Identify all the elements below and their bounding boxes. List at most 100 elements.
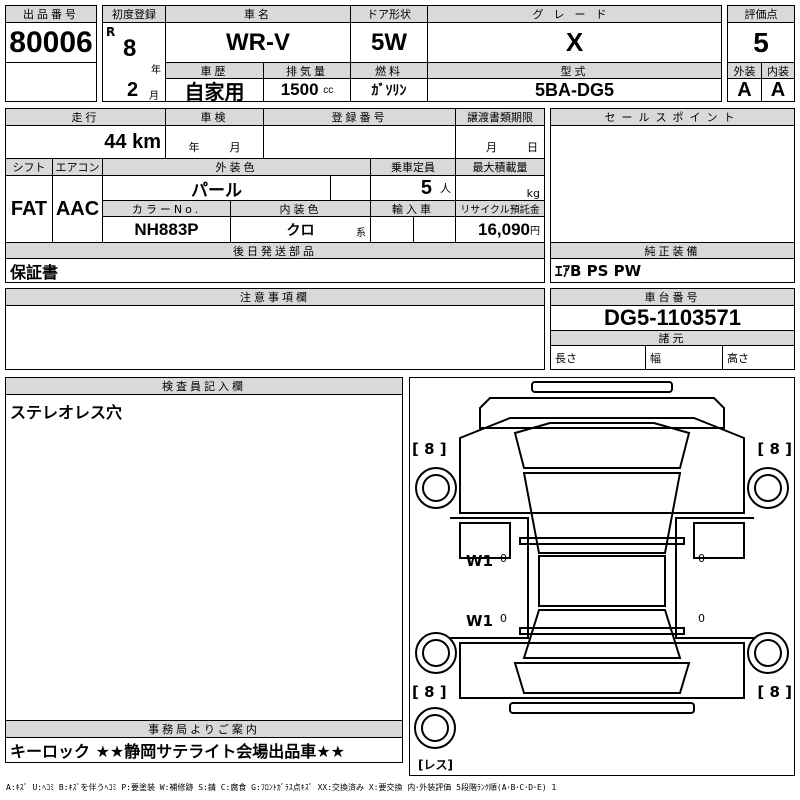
shift: FAT [5,175,53,243]
ext-color-blank [330,175,371,201]
spec-width: 幅 [645,345,723,370]
spec-length: 長さ [550,345,646,370]
history: 自家用 [165,78,264,102]
displacement-label: 排気量 [263,62,351,79]
inspection-label: 車検 [165,108,264,126]
inspector-label: 検査員記入欄 [5,377,403,395]
tire-fr: [ 8 ] [757,440,792,458]
chassis-number: DG5-1103571 [550,305,795,331]
insp-month-unit: 月 [229,141,241,154]
aircon-label: エアコン [52,158,103,176]
color-no-label: カラーNo. [102,200,231,217]
mileage: 44 km [5,125,166,159]
capacity-value: 5 [420,176,432,199]
door-label: ドア形状 [350,5,428,23]
damage-mark-1-sub: 0 [500,552,507,565]
displacement-value: 1500 [280,80,319,99]
import-label: 輸入車 [370,200,456,217]
spare-tire: [レス] [418,758,453,772]
shift-label: シフト [5,158,53,176]
capacity-label: 乗車定員 [370,158,456,176]
transfer-month-unit: 月 [486,141,497,154]
mileage-label: 走行 [5,108,166,126]
ext-color: パール [102,175,331,201]
year-unit: 年 [151,65,161,76]
reg-year: 8 [123,35,137,62]
model-code: 5BA-DG5 [427,78,722,102]
door-type: 5W [350,22,428,63]
fuel-label: 燃料 [350,62,428,79]
first-reg-cell: R 8 年 2 月 [102,22,166,102]
first-reg-label: 初度登録 [102,5,166,23]
ext-score-label: 外装 [727,62,762,79]
notes [5,305,545,370]
reg-number [263,125,456,159]
max-load-label: 最大積載量 [455,158,545,176]
ext-color-label: 外装色 [102,158,371,176]
displacement-unit: cc [323,84,334,96]
later-parts-label: 後日発送部品 [5,242,545,259]
reg-number-label: 登録番号 [263,108,456,126]
chassis-label: 車台番号 [550,288,795,306]
damage-mark-2: W1 [466,612,493,630]
capacity-unit: 人 [440,182,451,195]
era: R [106,25,116,39]
damage-mark-r2: 0 [698,612,705,625]
int-score-label: 内装 [761,62,795,79]
score: 5 [727,22,795,63]
damage-mark-2-sub: 0 [500,612,507,625]
spec-height: 高さ [722,345,795,370]
aircon: AAC [52,175,103,243]
int-score: A [761,78,795,102]
recycle-label: リサイクル預託金 [455,200,545,217]
inspector-notes: ステレオレス穴 [5,394,403,721]
specs-label: 諸元 [550,330,795,346]
office-label: 事務局よりご案内 [5,720,403,738]
notes-label: 注意事項欄 [5,288,545,306]
max-load: kg [455,175,545,201]
damage-mark-1: W1 [466,552,493,570]
ext-score: A [727,78,762,102]
import-cell-1 [370,216,414,243]
lot-label: 出品番号 [5,5,97,23]
history-label: 車歴 [165,62,264,79]
recycle-value: 16,090 [478,219,530,239]
model-label: 型式 [427,62,722,79]
grade: X [427,22,722,63]
sales-point-label: セールスポイント [550,108,795,126]
transfer-label: 譲渡書類期限 [455,108,545,126]
grade-label: グレード [427,5,722,23]
tire-rl: [ 8 ] [412,683,447,701]
car-outline-icon [414,381,789,749]
displacement: 1500 cc [263,78,351,102]
reg-month: 2 [127,79,139,101]
color-no: NH883P [102,216,231,243]
transfer-day-unit: 日 [527,141,538,154]
int-color: クロ 系 [230,216,371,243]
equipment-label: 純正装備 [550,242,795,259]
lot-blank [5,62,97,102]
month-unit: 月 [149,91,159,102]
damage-mark-r1: 0 [698,552,705,565]
inspection-date: 年月 [165,125,264,159]
int-color-label: 内装色 [230,200,371,217]
int-color-unit: 系 [356,228,366,239]
sales-point [550,125,795,243]
equipment: ｴｱB PS PW [550,258,795,283]
legend: A:ｷｽﾞ U:ﾍｺﾐ B:ｷｽﾞを伴うﾍｺﾐ P:要塗装 W:補修跡 S:錆 … [6,783,557,792]
later-parts: 保証書 [5,258,545,283]
int-color-value: クロ [286,222,315,239]
tire-rr: [ 8 ] [757,683,792,701]
insp-year-unit: 年 [188,141,200,154]
office-notes: キーロック ★★静岡サテライト会場出品車★★ [5,737,403,763]
lot-number: 80006 [5,22,97,63]
car-name-label: 車名 [165,5,351,23]
score-label: 評価点 [727,5,795,23]
tire-fl: [ 8 ] [412,440,447,458]
transfer-date: 月日 [455,125,545,159]
fuel: ｶﾞｿﾘﾝ [350,78,428,102]
car-diagram: [ 8 ] [ 8 ] [ 8 ] [ 8 ] W1 0 W1 0 0 0 [レ… [409,377,795,776]
car-name: WR-V [165,22,351,63]
